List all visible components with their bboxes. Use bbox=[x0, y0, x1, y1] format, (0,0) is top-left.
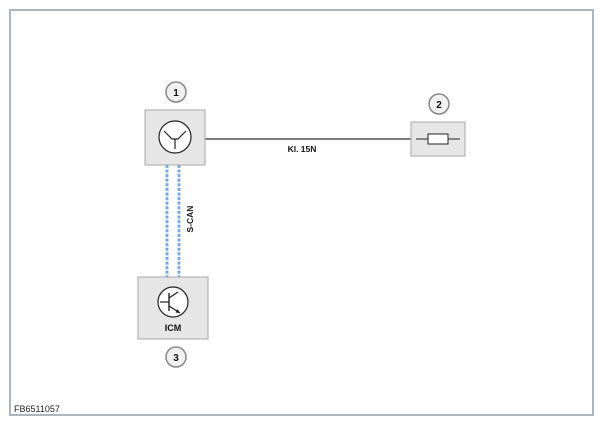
power-line-label: Kl. 15N bbox=[288, 144, 317, 154]
badge-2: 2 bbox=[428, 93, 450, 115]
fuse-icon bbox=[416, 133, 460, 145]
badge-1: 1 bbox=[165, 81, 187, 103]
s-can-label: S-CAN bbox=[185, 206, 195, 233]
diagram-frame bbox=[9, 9, 594, 416]
document-id: FB6511057 bbox=[14, 404, 60, 414]
transistor-icon bbox=[157, 286, 189, 318]
component-3-label: ICM bbox=[165, 323, 182, 333]
badge-3: 3 bbox=[165, 346, 187, 368]
badge-2-number: 2 bbox=[436, 100, 442, 111]
ignition-switch-icon bbox=[158, 120, 192, 154]
badge-3-number: 3 bbox=[173, 353, 179, 364]
badge-1-number: 1 bbox=[173, 88, 179, 99]
